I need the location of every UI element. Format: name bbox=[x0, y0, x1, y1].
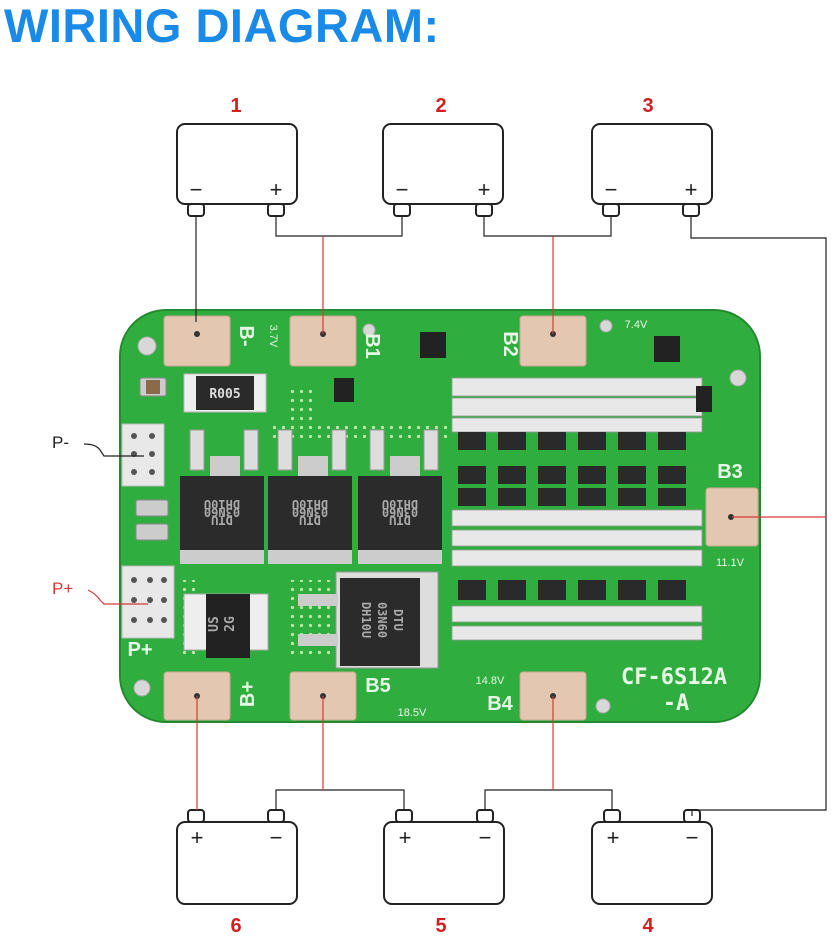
battery-number: 5 bbox=[435, 915, 446, 937]
svg-text:DTU: DTU bbox=[211, 513, 233, 527]
battery-number: 1 bbox=[230, 95, 241, 117]
svg-text:03N60: 03N60 bbox=[375, 602, 389, 638]
transistor-row-1 bbox=[458, 432, 686, 600]
pad-label: B5 bbox=[365, 675, 391, 697]
shunt-resistor-code: R005 bbox=[209, 387, 240, 402]
svg-text:11.1V: 11.1V bbox=[716, 557, 745, 569]
svg-text:2G: 2G bbox=[223, 616, 238, 632]
wires bbox=[83, 216, 827, 816]
svg-text:DH10U: DH10U bbox=[204, 497, 240, 511]
pad-b-minus: B- 3.7V bbox=[163, 315, 279, 367]
svg-text:DH10U: DH10U bbox=[359, 602, 373, 638]
svg-text:DH10U: DH10U bbox=[382, 497, 418, 511]
battery-3: 3 − + bbox=[591, 95, 713, 217]
pad-b1: B1 bbox=[289, 315, 383, 367]
pad-label: B4 bbox=[487, 693, 513, 715]
battery-2: 2 − + bbox=[382, 95, 504, 217]
svg-text:18.5V: 18.5V bbox=[398, 707, 427, 719]
minus-sign: − bbox=[190, 177, 203, 202]
svg-text:3.7V: 3.7V bbox=[267, 325, 279, 348]
plus-sign: + bbox=[270, 177, 283, 202]
mosfet-1: DTU 03N60 DH10U bbox=[180, 429, 264, 564]
plus-sign: + bbox=[191, 825, 204, 850]
svg-text:DTU: DTU bbox=[389, 513, 411, 527]
minus-sign: − bbox=[686, 825, 699, 850]
pad-b4: B4 14.8V bbox=[476, 671, 587, 721]
minus-sign: − bbox=[479, 825, 492, 850]
pad-label: B+ bbox=[237, 681, 259, 707]
svg-text:DH10U: DH10U bbox=[292, 497, 328, 511]
terminal-plus bbox=[682, 203, 700, 217]
svg-text:03N60: 03N60 bbox=[292, 505, 328, 519]
terminal-minus bbox=[187, 203, 205, 217]
mosfet-3: DTU 03N60 DH10U bbox=[358, 429, 442, 564]
terminal-minus bbox=[476, 809, 494, 823]
battery-6: + − 6 bbox=[176, 809, 298, 937]
page-title: WIRING DIAGRAM: bbox=[4, 0, 440, 52]
pad-b2: B2 7.4V bbox=[499, 315, 648, 367]
svg-text:7.4V: 7.4V bbox=[625, 319, 648, 331]
plus-sign: + bbox=[607, 825, 620, 850]
terminal-plus bbox=[267, 203, 285, 217]
pad-label: B2 bbox=[499, 331, 521, 357]
plus-sign: + bbox=[399, 825, 412, 850]
svg-text:DTU: DTU bbox=[299, 513, 321, 527]
terminal-plus bbox=[187, 809, 205, 823]
pad-label: B- bbox=[235, 325, 257, 346]
svg-text:US: US bbox=[207, 616, 222, 632]
header-pins-p-plus bbox=[121, 565, 175, 639]
battery-5: + − 5 bbox=[383, 809, 505, 937]
smd-array bbox=[451, 377, 703, 641]
bms-pcb-board: R005 DTU 03N60 DH10U DTU 03N60 DH10U bbox=[119, 309, 761, 723]
svg-text:03N60: 03N60 bbox=[382, 505, 418, 519]
terminal-minus bbox=[393, 203, 411, 217]
pcb-p-plus-label: P+ bbox=[127, 639, 152, 661]
terminal-plus bbox=[395, 809, 413, 823]
minus-sign: − bbox=[605, 177, 618, 202]
header-pins-p-minus bbox=[121, 423, 165, 487]
diode: US 2G bbox=[183, 593, 269, 658]
pad-label: B1 bbox=[361, 333, 383, 359]
battery-number: 2 bbox=[435, 95, 446, 117]
terminal-plus bbox=[475, 203, 493, 217]
plus-sign: + bbox=[478, 177, 491, 202]
battery-number: 4 bbox=[642, 915, 654, 937]
pcb-model: CF-6S12A bbox=[621, 665, 727, 690]
mosfet-2: DTU 03N60 DH10U bbox=[268, 429, 352, 564]
terminal-minus bbox=[602, 203, 620, 217]
pcb-model-suffix: -A bbox=[663, 691, 690, 716]
plus-sign: + bbox=[685, 177, 698, 202]
battery-4: + − 4 bbox=[591, 809, 713, 937]
battery-1: 1 − + bbox=[176, 95, 298, 217]
pad-label: B3 bbox=[717, 461, 743, 483]
minus-sign: − bbox=[396, 177, 409, 202]
svg-text:03N60: 03N60 bbox=[204, 505, 240, 519]
p-plus-label: P+ bbox=[52, 579, 73, 598]
terminal-minus bbox=[267, 809, 285, 823]
minus-sign: − bbox=[270, 825, 283, 850]
battery-number: 3 bbox=[642, 95, 653, 117]
svg-text:DTU: DTU bbox=[391, 609, 405, 631]
mosfet-4: DTU 03N60 DH10U bbox=[298, 571, 439, 669]
battery-number: 6 bbox=[230, 915, 241, 937]
p-minus-label: P- bbox=[52, 433, 69, 452]
svg-text:14.8V: 14.8V bbox=[476, 675, 505, 687]
terminal-plus bbox=[603, 809, 621, 823]
